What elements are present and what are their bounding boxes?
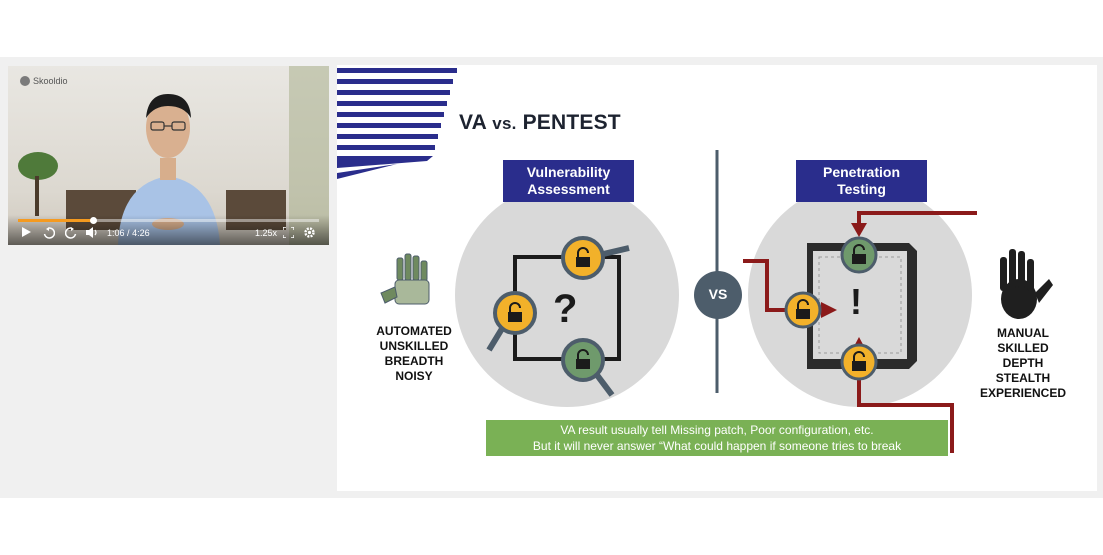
va-circle [455, 183, 679, 407]
va-label: Vulnerability Assessment [503, 160, 634, 202]
skooldio-logo-icon [20, 76, 30, 86]
fullscreen-button[interactable] [283, 227, 294, 238]
pt-label: Penetration Testing [796, 160, 927, 202]
presentation-slide: VA vs. PENTEST Vulnerability Assessment … [337, 65, 1097, 491]
lock-magnifier-icon [486, 291, 537, 352]
lock-magnifier-icon [561, 338, 615, 397]
vs-badge-circle [694, 271, 742, 319]
fullscreen-icon [283, 227, 294, 238]
playback-speed-button[interactable]: 1.25x [255, 228, 278, 238]
duration: 4:26 [132, 228, 150, 238]
settings-icon [304, 227, 315, 238]
slide-title: VA vs. PENTEST [459, 111, 621, 134]
question-mark: ? [553, 287, 578, 331]
decorative-stripes [337, 68, 457, 179]
exclamation-mark: ! [850, 281, 862, 322]
human-handprint-icon [1000, 249, 1053, 319]
progress-handle[interactable] [90, 217, 98, 224]
lock-icon [840, 236, 878, 274]
video-watermark: Skooldio [20, 76, 68, 86]
lock-magnifier-icon [561, 236, 630, 280]
pt-traits: MANUAL SKILLED DEPTH STEALTH EXPERIENCED [979, 326, 1067, 400]
vs-badge: VS [708, 286, 728, 302]
video-controls: 1:06 / 4:26 1.25x [8, 215, 329, 245]
settings-button[interactable] [304, 227, 315, 238]
time-separator: / [127, 228, 130, 238]
time-display: 1:06 / 4:26 [107, 227, 150, 239]
summary-note: VA result usually tell Missing patch, Po… [486, 420, 948, 456]
plant [18, 152, 58, 216]
volume-icon [86, 227, 97, 238]
rewind-button[interactable] [43, 227, 55, 239]
slide-graphics [337, 68, 1053, 453]
forward-icon [65, 227, 77, 239]
progress-fill [18, 219, 94, 222]
current-time: 1:06 [107, 228, 125, 238]
progress-bar[interactable] [18, 217, 319, 224]
forward-button[interactable] [65, 227, 77, 239]
lock-icon [840, 343, 878, 381]
video-player[interactable]: Skooldio [8, 66, 329, 245]
volume-button[interactable] [86, 227, 98, 238]
play-button[interactable] [22, 227, 31, 237]
va-traits: AUTOMATED UNSKILLED BREADTH NOISY [376, 324, 452, 383]
play-icon [22, 227, 31, 237]
lock-icon [784, 291, 822, 329]
rewind-icon [43, 227, 55, 239]
robot-hand-icon [380, 253, 430, 305]
